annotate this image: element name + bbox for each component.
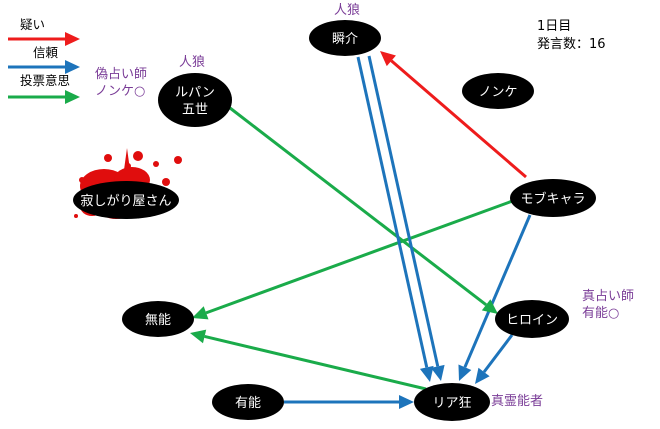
node-mobu-shape: [510, 179, 596, 217]
blood-drop: [74, 214, 78, 218]
node-heroin-label: ヒロイン: [506, 313, 558, 328]
edge-trust-mobu-to-riakyo: [463, 214, 532, 368]
annotation-lupin: 偽占い師ノンケ○: [95, 67, 147, 99]
node-lupin: ルパン五世: [158, 73, 232, 127]
legend-vote-arrowhead: [65, 90, 80, 104]
arrowhead-shunsuke-to-riakyo: [419, 365, 434, 382]
node-muno-label: 無能: [145, 313, 171, 328]
arrowhead-mobu-to-muno: [192, 306, 209, 320]
edge-trust-shunsuke-to-riakyo: [356, 56, 429, 368]
arrowhead-lupin-to-heroin: [481, 299, 498, 314]
node-sabishi: 寂しがり屋さん: [73, 181, 179, 219]
edge-vote-lupin-to-heroin: [229, 106, 488, 307]
node-yuno-label: 有能: [235, 396, 261, 411]
node-sabishi-label: 寂しがり屋さん: [80, 193, 171, 209]
node-nonke-shape: [462, 73, 534, 109]
annotation-lupin: 人狼: [179, 55, 205, 70]
node-lupin-shape: [158, 73, 232, 127]
arrowhead-riakyo-to-muno: [190, 329, 207, 344]
node-muno-shape: [122, 301, 194, 337]
annotation-shunsuke: 人狼: [334, 3, 360, 18]
edges: [190, 51, 532, 409]
annotation-riakyo: 真霊能者: [491, 394, 543, 409]
arrowhead-yuno-to-riakyo: [399, 395, 414, 409]
edge-doubt-mobu-to-shunsuke: [390, 59, 527, 179]
node-riakyo-shape: [414, 383, 490, 421]
node-lupin-label: ルパン五世: [175, 86, 215, 118]
node-nonke: ノンケ: [462, 73, 534, 109]
node-riakyo-label: リア狂: [432, 396, 471, 411]
annotation-heroin: 真占い師有能○: [582, 289, 634, 321]
node-yuno-shape: [212, 384, 284, 420]
blood-drop: [174, 156, 182, 164]
blood-drop: [162, 178, 170, 186]
node-sabishi-shape: [73, 181, 179, 219]
node-heroin: ヒロイン: [495, 300, 569, 338]
edge-trust-heroin-to-riakyo: [482, 334, 514, 373]
blood-drip: [124, 148, 130, 170]
blood-drop: [133, 151, 143, 161]
day-info: 1日目 発言数：16: [537, 19, 606, 52]
arrowhead-shunsuke-to-riakyo: [430, 364, 445, 381]
legend-trust-label: 信頼: [33, 45, 59, 60]
edge-trust-shunsuke-to-riakyo: [367, 55, 440, 367]
node-muno: 無能: [122, 301, 194, 337]
node-shunsuke-shape: [309, 20, 381, 56]
node-mobu: モブキャラ: [510, 179, 596, 217]
legend-vote-label: 投票意思: [20, 73, 70, 88]
legend-trust-arrowhead: [65, 60, 80, 74]
node-riakyo: リア狂: [414, 383, 490, 421]
node-nonke-label: ノンケ: [478, 85, 517, 100]
node-shunsuke: 瞬介: [309, 20, 381, 56]
node-yuno: 有能: [212, 384, 284, 420]
arrowhead-heroin-to-riakyo: [475, 367, 490, 384]
edge-vote-riakyo-to-muno: [204, 335, 427, 391]
blood-drop: [79, 177, 85, 183]
day-label: 1日目: [537, 19, 571, 34]
node-mobu-label: モブキャラ: [520, 191, 585, 207]
edge-vote-mobu-to-muno: [205, 197, 519, 315]
node-shunsuke-label: 瞬介: [332, 32, 358, 47]
node-heroin-shape: [495, 300, 569, 338]
legend-doubt-arrowhead: [65, 32, 80, 46]
arrowhead-mobu-to-shunsuke: [380, 51, 396, 67]
message-count: 発言数：16: [537, 37, 606, 52]
arrowhead-mobu-to-riakyo: [458, 364, 472, 381]
blood-drop: [153, 161, 159, 167]
blood-drop: [104, 154, 112, 162]
legend-doubt-label: 疑い: [20, 17, 45, 32]
